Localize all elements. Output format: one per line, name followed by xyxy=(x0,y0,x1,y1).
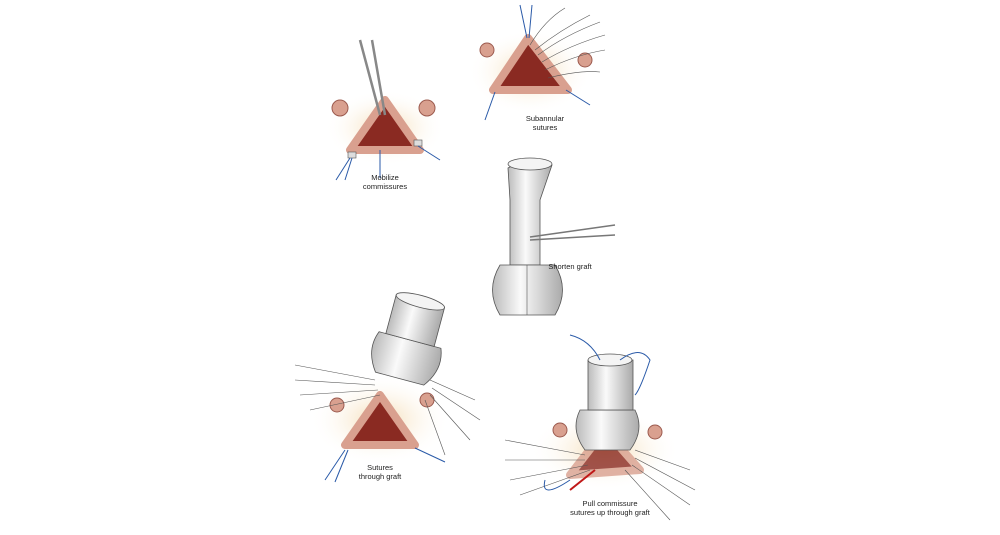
panel-shorten-graft xyxy=(492,157,616,316)
label-shorten-graft: Shorten graft xyxy=(548,262,592,271)
panel-sutures-through-graft xyxy=(294,292,481,483)
panel-pull-commissure-sutures xyxy=(504,334,696,521)
label-pull-commissure-sutures: Pull commissure sutures up through graft xyxy=(570,499,650,517)
label-sutures-through-graft: Sutures through graft xyxy=(358,463,402,481)
panel-subannular-sutures xyxy=(468,4,606,121)
panel-mobilize-commissures xyxy=(325,39,445,181)
label-mobilize-commissures: Mobilize commissures xyxy=(362,173,408,191)
label-subannular-sutures: Subannular sutures xyxy=(525,114,565,132)
